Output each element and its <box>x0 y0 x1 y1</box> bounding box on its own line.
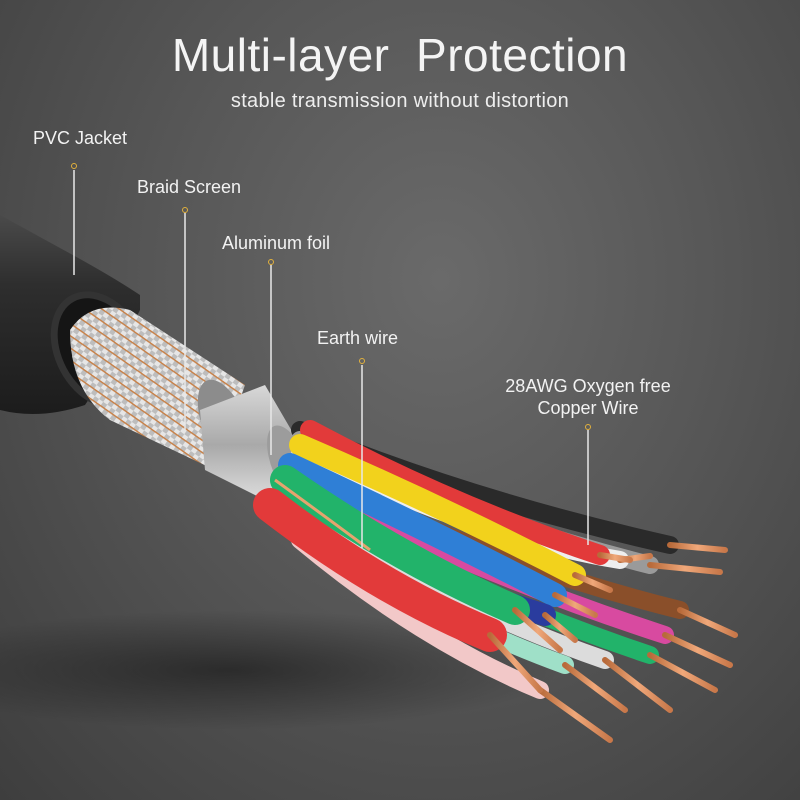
label-copper-wire: 28AWG Oxygen free Copper Wire <box>488 375 688 419</box>
label-copper-wire-line2: Copper Wire <box>537 398 639 418</box>
callout-lines <box>73 170 589 548</box>
page-subtitle: stable transmission without distortion <box>230 90 570 112</box>
callout-dot-pvc-jacket <box>71 163 77 169</box>
cable-shadow <box>0 610 560 730</box>
label-braid-screen: Braid Screen <box>137 177 242 197</box>
label-copper-wire-line1: 28AWG Oxygen free <box>505 376 671 396</box>
wire-yellow <box>289 434 586 586</box>
callout-dot-copper-wire <box>585 424 591 430</box>
label-aluminum-foil: Aluminum foil <box>222 233 331 253</box>
label-pvc-jacket: PVC Jacket <box>33 128 128 148</box>
label-earth-wire: Earth wire <box>317 328 399 348</box>
wire-blue <box>278 453 567 607</box>
insulated-wires <box>253 420 689 699</box>
wire-green <box>270 465 530 625</box>
copper-conductors <box>487 542 738 743</box>
callout-dot-earth-wire <box>359 358 365 364</box>
wire-red-top <box>300 420 610 565</box>
callout-dot-braid-screen <box>182 207 188 213</box>
callout-dot-aluminum-foil <box>268 259 274 265</box>
page-title: Multi-layer Protection <box>171 29 629 81</box>
wire-red <box>253 488 507 652</box>
